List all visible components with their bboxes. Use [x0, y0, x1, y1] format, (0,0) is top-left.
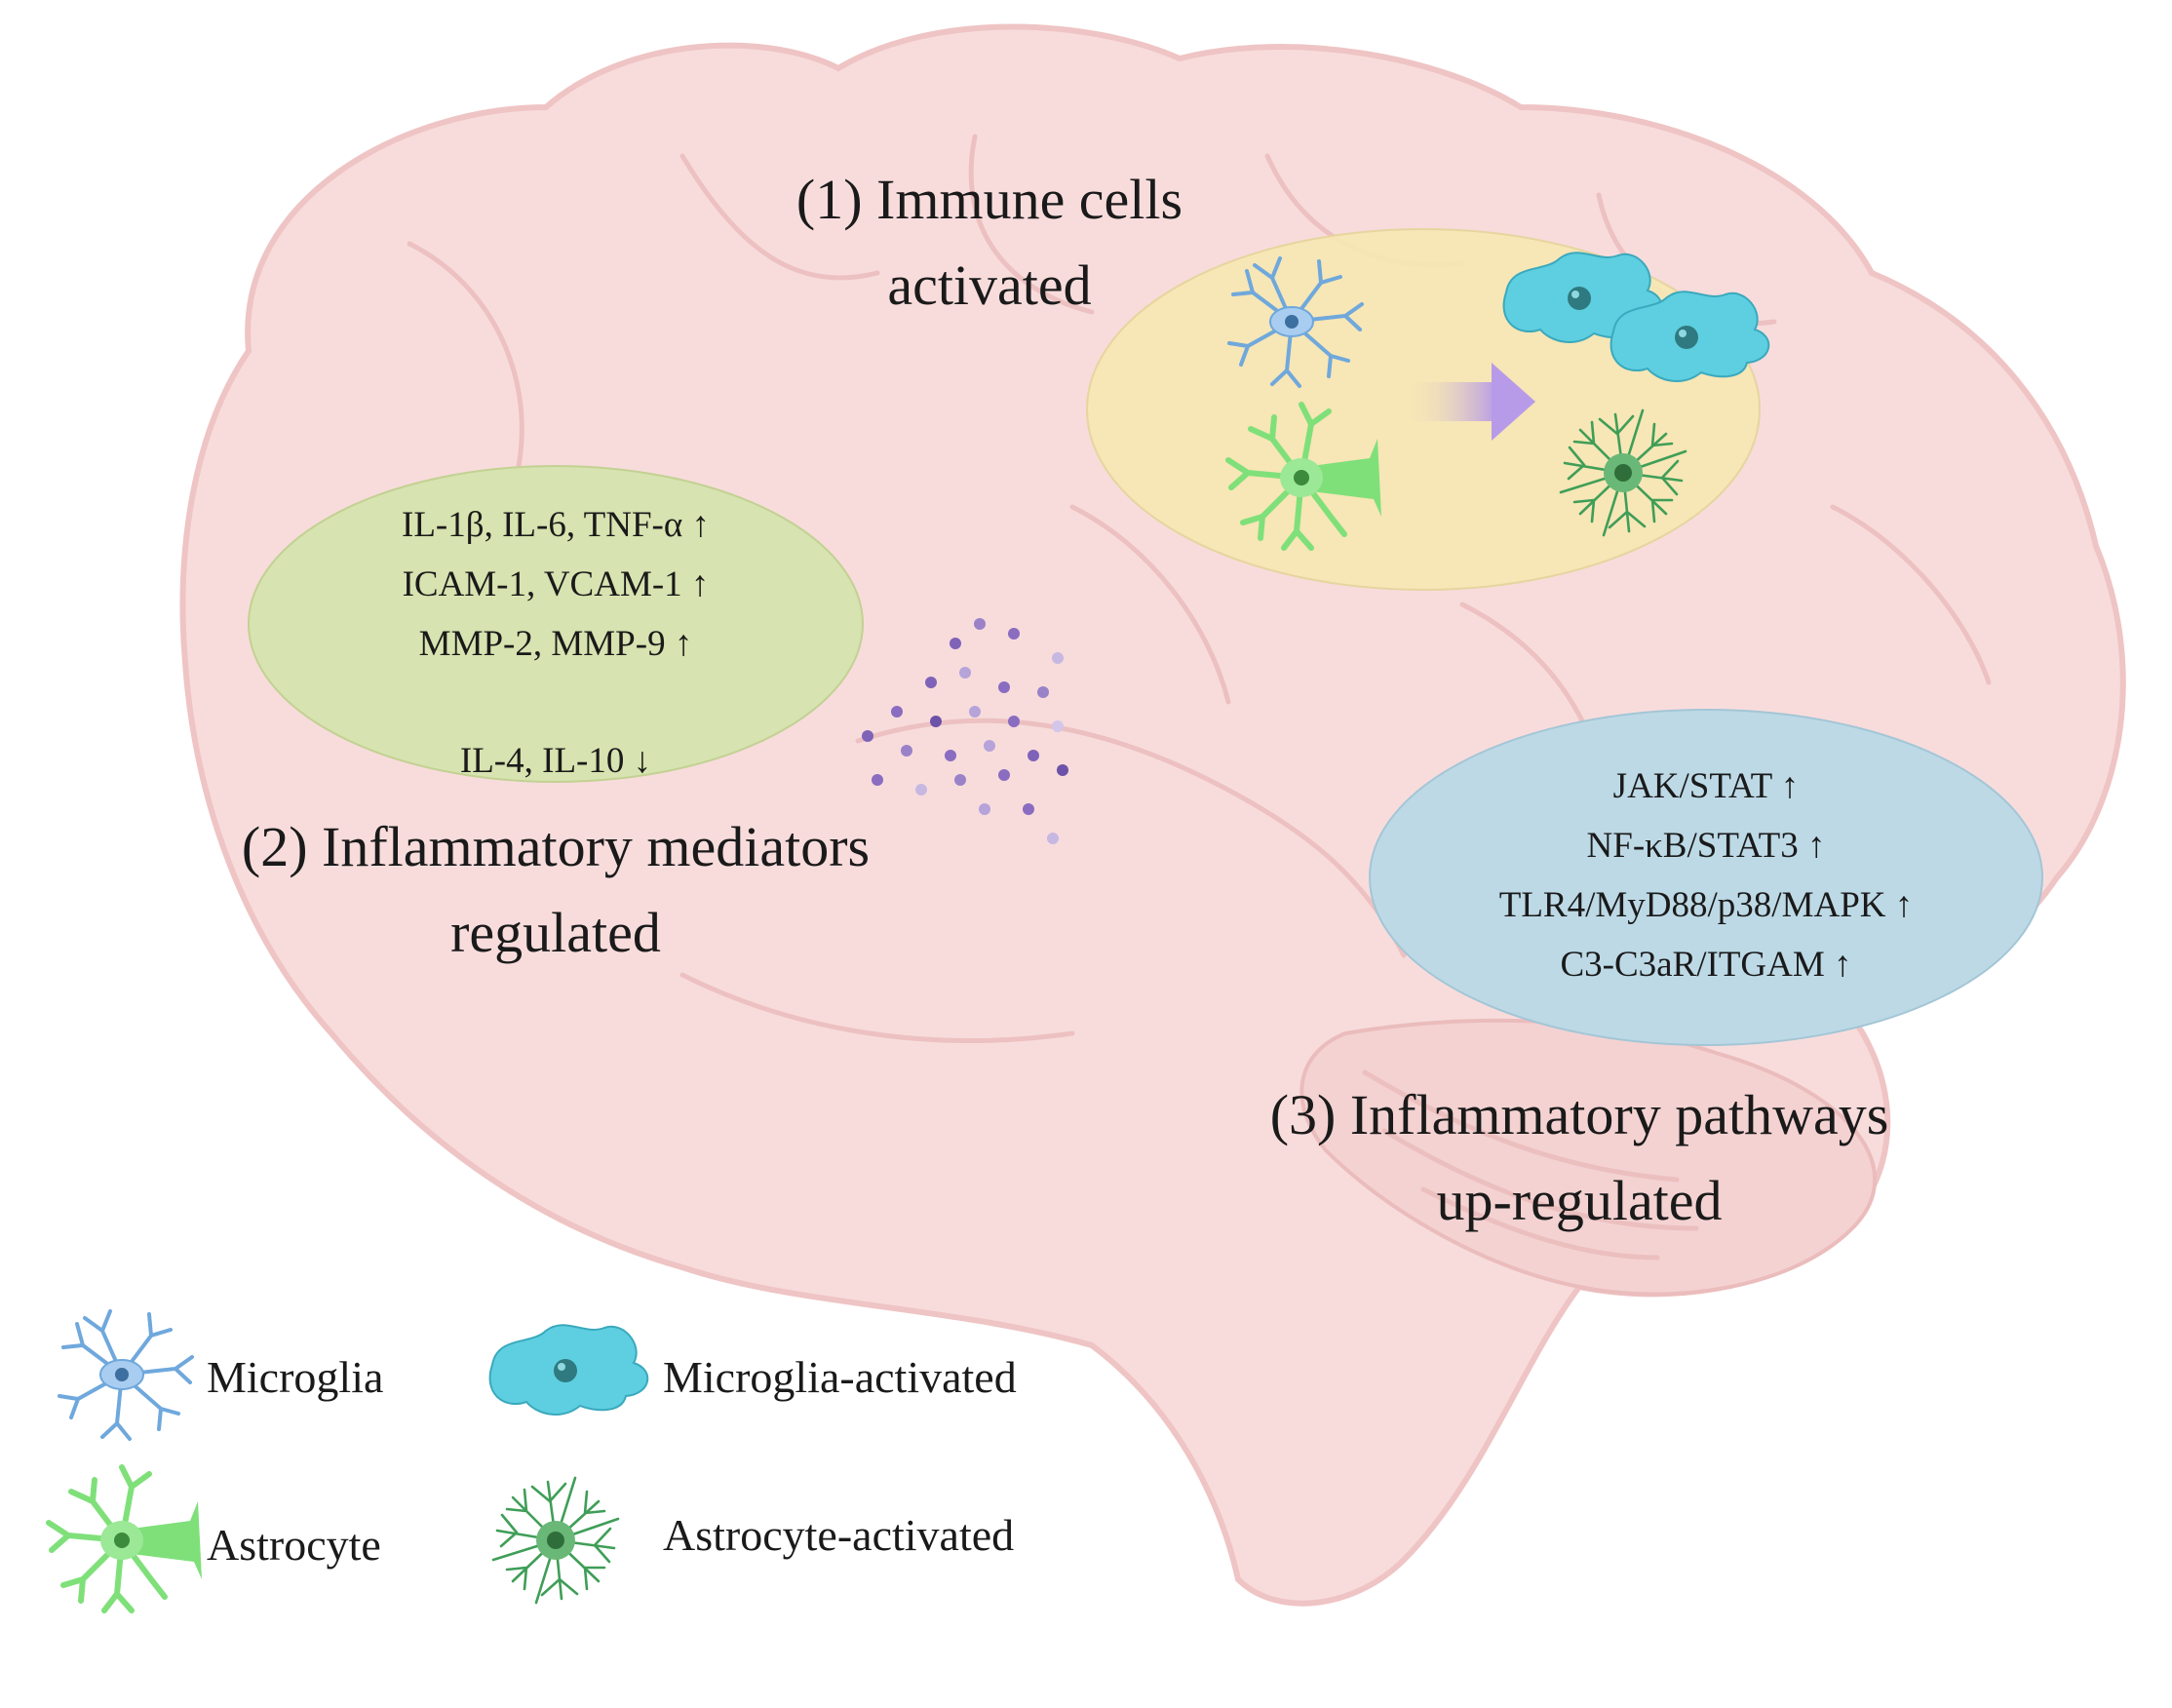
immune-cells-title-line2: activated [887, 253, 1092, 317]
legend-astrocyte-icon [49, 1467, 202, 1611]
mediator-list: IL-1β, IL-6, TNF-α ↑ ICAM-1, VCAM-1 ↑ MM… [322, 507, 790, 779]
mediators-title-line2: regulated [450, 901, 661, 964]
pathway-item: JAK/STAT ↑ [1612, 766, 1800, 806]
legend-microglia-label: Microglia [207, 1352, 384, 1402]
pathway-item: TLR4/MyD88/p38/MAPK ↑ [1498, 885, 1914, 925]
mediator-item: MMP-2, MMP-9 ↑ [418, 624, 693, 664]
legend-astrocyte-activated-label: Astrocyte-activated [663, 1510, 1015, 1560]
legend-microglia-activated-label: Microglia-activated [663, 1352, 1017, 1402]
mediators-title-line1: (2) Inflammatory mediators [241, 815, 871, 878]
immune-cells-title: (1) Immune cells activated [702, 172, 1277, 314]
legend-astrocyte-activated-icon [491, 1476, 620, 1605]
legend-astrocyte-label: Astrocyte [207, 1520, 381, 1570]
pathways-title-line1: (3) Inflammatory pathways [1269, 1083, 1889, 1146]
pathway-item: C3-C3aR/ITGAM ↑ [1560, 945, 1852, 985]
legend-microglia-activated-icon [488, 1324, 649, 1416]
mediator-item: IL-4, IL-10 ↓ [459, 741, 652, 781]
pathway-item: NF-κB/STAT3 ↑ [1586, 826, 1826, 866]
cytokine-particles [862, 618, 1068, 844]
immune-cells-title-line1: (1) Immune cells [795, 168, 1183, 231]
pathways-title: (3) Inflammatory pathways up-regulated [1209, 1087, 1950, 1229]
pathway-list: JAK/STAT ↑ NF-κB/STAT3 ↑ TLR4/MyD88/p38/… [1404, 768, 2008, 983]
activation-arrow-icon [1404, 363, 1535, 441]
mediators-title: (2) Inflammatory mediators regulated [156, 819, 955, 961]
pathways-ellipse [1369, 709, 2043, 1046]
mediators-ellipse [248, 465, 864, 783]
pathways-title-line2: up-regulated [1436, 1169, 1723, 1232]
mediator-item: ICAM-1, VCAM-1 ↑ [402, 564, 710, 604]
legend-microglia-icon [58, 1309, 194, 1441]
mediator-item: IL-1β, IL-6, TNF-α ↑ [402, 505, 710, 545]
